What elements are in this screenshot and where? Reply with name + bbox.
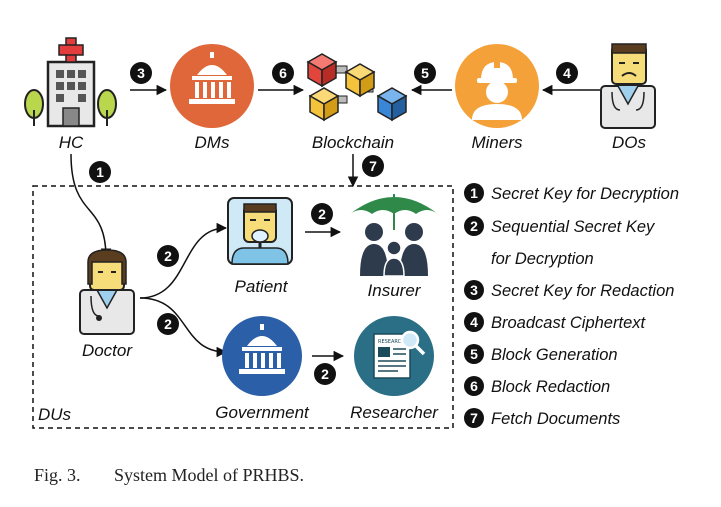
svg-text:Block Redaction: Block Redaction [491,378,610,396]
dms-label: DMs [195,133,230,152]
blockchain-label: Blockchain [312,133,394,152]
arrow-doctor-to-patient [139,222,228,299]
arrow-hc-to-doctor [70,153,112,260]
researcher-label: Researcher [350,403,439,422]
capitol-icon-government [222,316,302,396]
step-badge-1: 1 [89,161,111,183]
research-doc-title: RESEARCH [378,339,405,345]
svg-text:2: 2 [321,366,329,382]
svg-text:Secret Key for Decryption: Secret Key for Decryption [491,185,679,203]
svg-text:5: 5 [470,346,478,362]
legend-item-2: 2 Sequential Secret Key for Decryption [464,216,656,268]
svg-text:1: 1 [96,164,104,180]
svg-text:2: 2 [470,218,478,234]
svg-text:Secret Key for Redaction: Secret Key for Redaction [491,282,674,300]
svg-text:1: 1 [470,185,478,201]
svg-text:5: 5 [421,65,429,81]
data-owner-icon [600,43,656,129]
patient-label: Patient [235,277,289,296]
svg-text:Block Generation: Block Generation [491,346,618,364]
doctor-icon [79,249,135,335]
svg-text:4: 4 [563,65,571,81]
svg-text:2: 2 [318,206,326,222]
insurer-icon [350,194,438,277]
miner-icon [455,44,539,128]
svg-text:3: 3 [137,65,145,81]
figure-caption-text: System Model of PRHBS. [114,465,304,485]
legend-item-7: 7 Fetch Documents [464,408,620,428]
svg-text:4: 4 [470,314,478,330]
step-badge-7: 7 [362,155,384,177]
svg-text:Fetch Documents: Fetch Documents [491,410,620,428]
figure-caption-label: Fig. 3. [34,465,81,485]
miners-label: Miners [471,133,523,152]
capitol-icon-dms [170,44,254,128]
hospital-icon [24,37,117,128]
legend-item-6: 6 Block Redaction [464,376,610,396]
legend-item-3: 3 Secret Key for Redaction [464,280,674,300]
step-badge-2-government: 2 [157,313,179,335]
dus-label: DUs [38,405,72,424]
svg-text:7: 7 [369,158,377,174]
step-badge-6: 6 [272,62,294,84]
svg-text:Sequential Secret Key: Sequential Secret Key [491,218,656,236]
doctor-label: Doctor [82,341,133,360]
step-badge-2-researcher: 2 [314,363,336,385]
patient-icon [227,197,293,265]
legend-item-4: 4 Broadcast Ciphertext [464,312,646,332]
legend: 1 Secret Key for Decryption 2 Sequential… [464,183,679,428]
svg-text:7: 7 [470,410,478,426]
svg-text:Broadcast Ciphertext: Broadcast Ciphertext [491,314,646,332]
step-badge-2-patient: 2 [157,245,179,267]
svg-text:6: 6 [279,65,287,81]
step-badge-4: 4 [556,62,578,84]
dus-region [32,185,454,429]
step-badge-5: 5 [414,62,436,84]
hc-label: HC [59,133,84,152]
step-badge-3: 3 [130,62,152,84]
svg-text:for Decryption: for Decryption [491,250,594,268]
research-document-icon: RESEARCH [354,316,434,396]
blockchain-icon [306,53,408,122]
government-label: Government [215,403,310,422]
legend-item-1: 1 Secret Key for Decryption [464,183,679,203]
arrow-doctor-to-government [139,297,228,358]
step-badge-2-insurer: 2 [311,203,333,225]
dos-label: DOs [612,133,647,152]
insurer-label: Insurer [368,281,422,300]
svg-text:2: 2 [164,248,172,264]
svg-text:2: 2 [164,316,172,332]
svg-text:6: 6 [470,378,478,394]
legend-item-5: 5 Block Generation [464,344,618,364]
svg-text:3: 3 [470,282,478,298]
